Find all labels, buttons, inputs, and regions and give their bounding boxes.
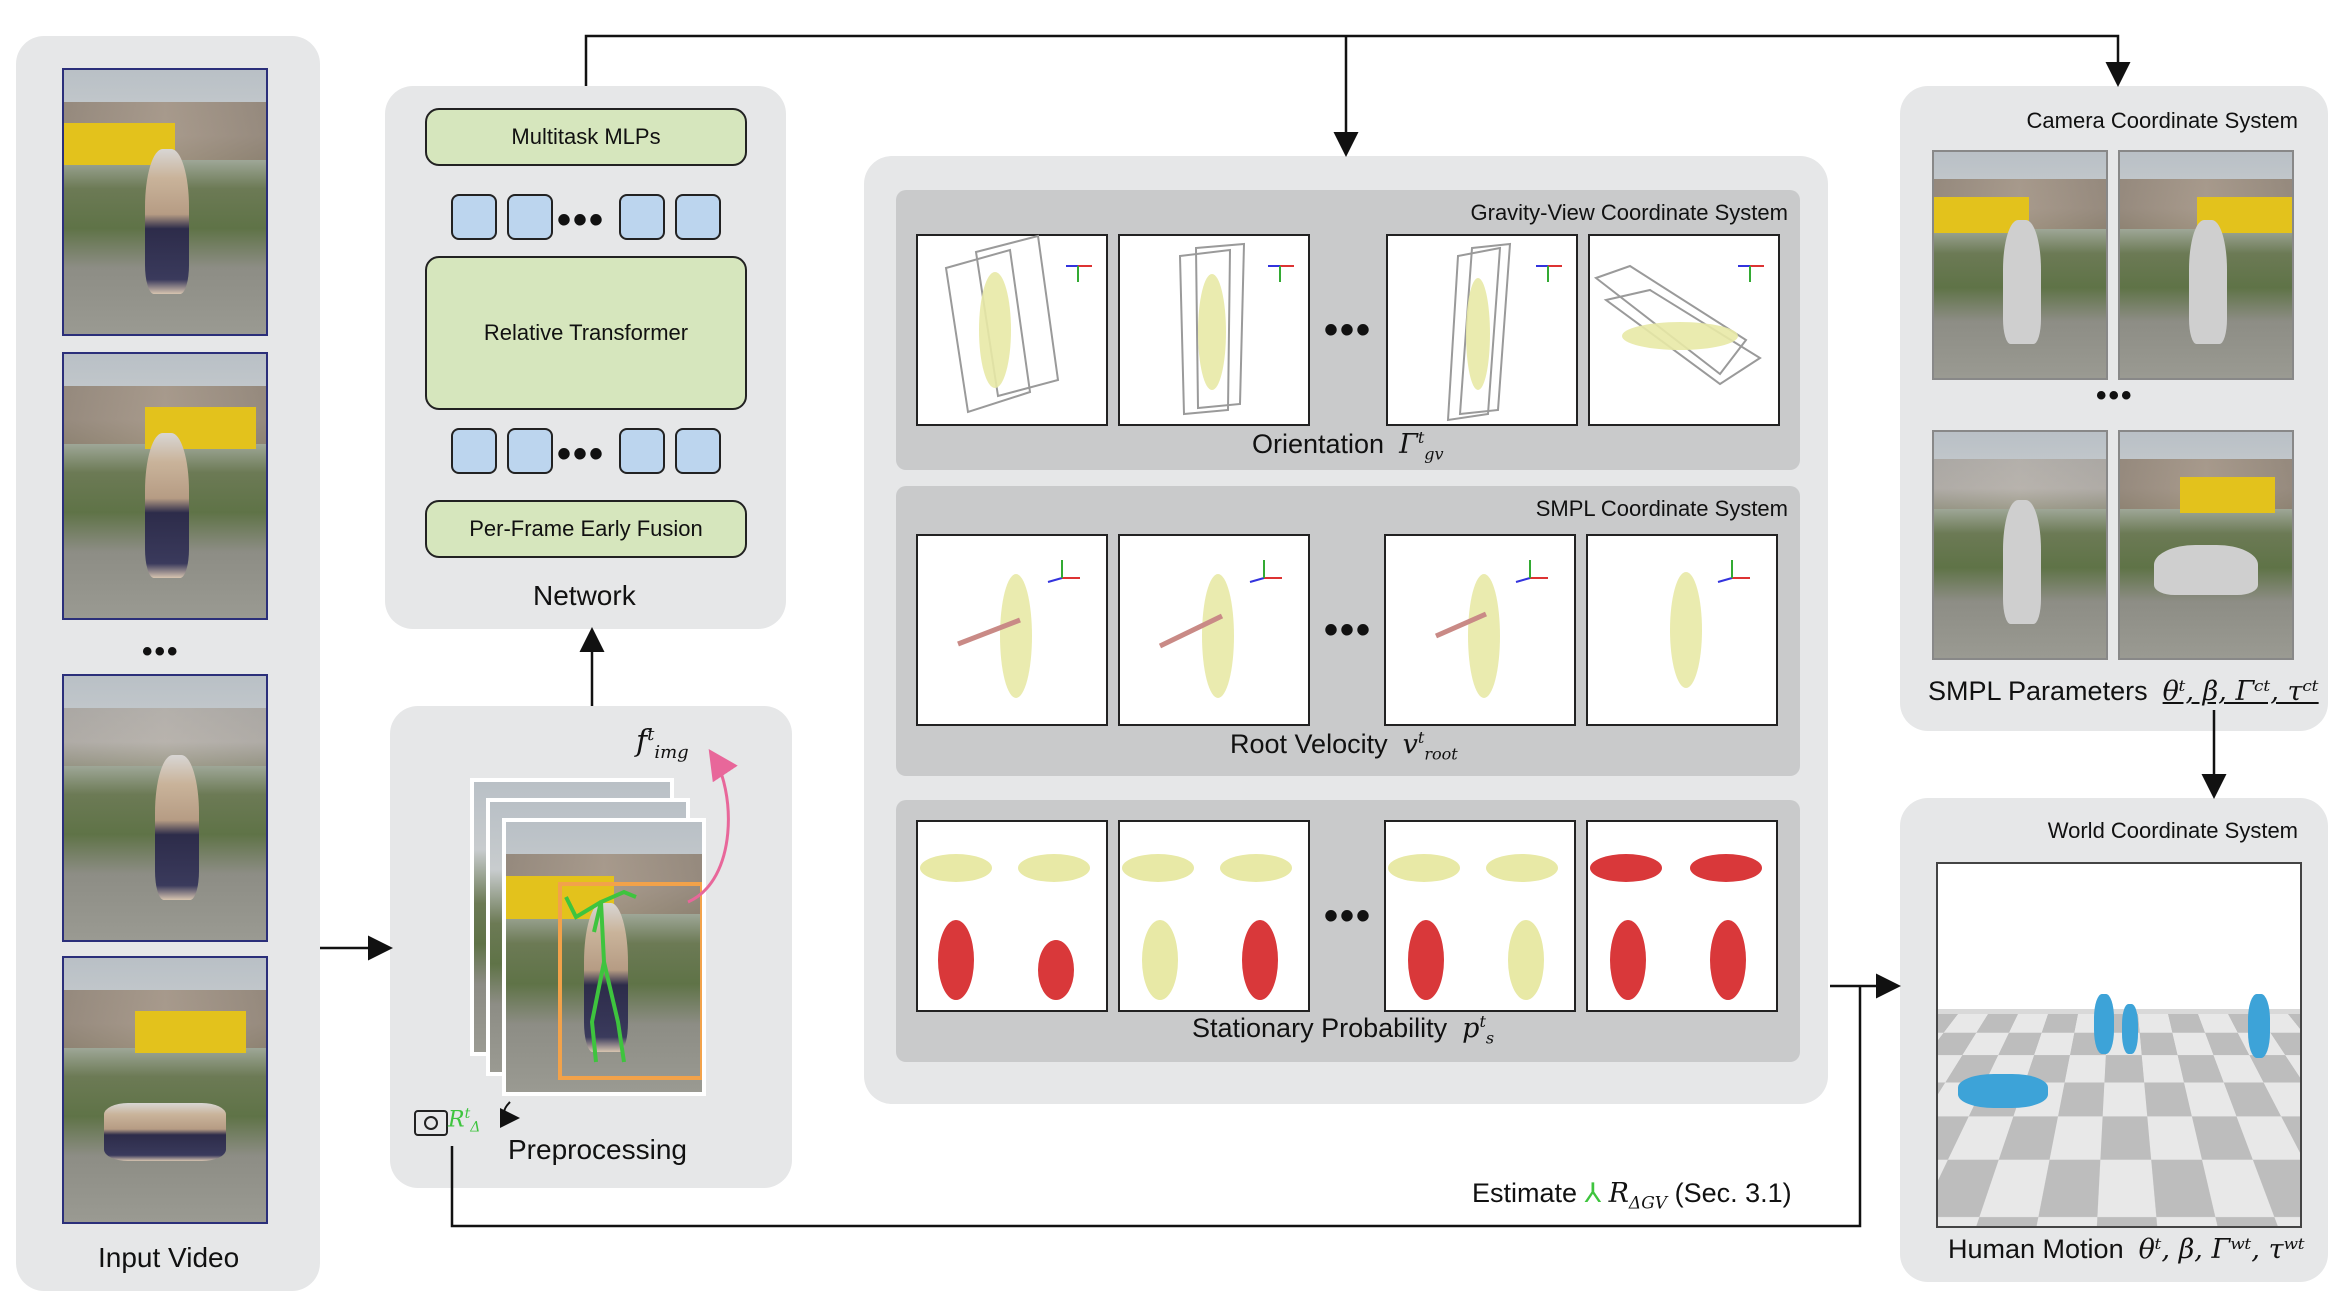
world-title: World Coordinate System — [2047, 818, 2298, 843]
axis-icons — [1047, 265, 1764, 583]
camera-ellipsis: ••• — [2096, 379, 2134, 412]
gv-caption: Orientation Γtgv — [1252, 428, 1444, 464]
video-frame-1 — [62, 68, 268, 336]
gv-box-2 — [1178, 242, 1246, 416]
video-frame-3 — [62, 674, 268, 942]
input-video-panel: ••• Input Video — [16, 36, 320, 1291]
estimate-label: Estimate ⅄ RΔGV (Sec. 3.1) — [1472, 1178, 1792, 1214]
human-figure — [1958, 1074, 2048, 1108]
gv-title: Gravity-View Coordinate System — [1470, 200, 1789, 225]
preprocessing-label: Preprocessing — [508, 1134, 687, 1165]
token — [619, 194, 665, 240]
token — [451, 428, 497, 474]
world-caption: Human Motion θᵗ, β, Γʷᵗ, τʷᵗ — [1948, 1234, 2305, 1265]
network-panel: Multitask MLPs ••• Relative Transformer … — [385, 86, 786, 629]
multitask-mlps-box: Multitask MLPs — [425, 108, 747, 166]
camera-title: Camera Coordinate System — [2026, 108, 2298, 133]
video-frame-4 — [62, 956, 268, 1224]
video-ellipsis: ••• — [142, 635, 180, 668]
bounding-box — [558, 882, 702, 1080]
gv-figures — [979, 272, 1738, 390]
token — [451, 194, 497, 240]
crop-frame-front — [502, 818, 706, 1096]
world-panel: World Coordinate System Human Motion θᵗ,… — [1900, 798, 2328, 1282]
camera-caption: SMPL Parameters θᵗ, β, Γᶜᵗ, τᶜᵗ — [1928, 676, 2319, 707]
human-figure — [2122, 1004, 2138, 1054]
velocity-arrows — [957, 611, 1488, 649]
smpl-figures — [1000, 572, 1702, 698]
human-figure — [2094, 994, 2114, 1054]
video-frame-2 — [62, 352, 268, 620]
token — [507, 428, 553, 474]
camera-icon — [414, 1110, 448, 1136]
camera-frame-3 — [1932, 430, 2108, 660]
camera-frame-1 — [1932, 150, 2108, 380]
token — [675, 194, 721, 240]
token — [507, 194, 553, 240]
camera-panel: Camera Coordinate System ••• SMPL Parame… — [1900, 86, 2328, 731]
network-label: Network — [533, 580, 636, 611]
stationary-caption: Stationary Probability pts — [1192, 1012, 1495, 1048]
stationary-limbs — [920, 854, 1762, 1000]
early-fusion-box: Per-Frame Early Fusion — [425, 500, 747, 558]
world-render — [1936, 862, 2302, 1228]
smpl-caption: Root Velocity vtroot — [1230, 728, 1458, 764]
feature-symbol: ftimg — [636, 724, 689, 763]
input-video-label: Input Video — [98, 1242, 240, 1273]
camera-frame-2 — [2118, 150, 2294, 380]
camera-frame-4 — [2118, 430, 2294, 660]
gv-box-3 — [1446, 242, 1512, 422]
skeleton-overlay — [564, 889, 637, 1063]
relative-transformer-box: Relative Transformer — [425, 256, 747, 410]
preprocessing-panel: ftimg RtΔ Preprocessing — [390, 706, 792, 1188]
token — [675, 428, 721, 474]
human-figure — [2248, 994, 2270, 1058]
smpl-title: SMPL Coordinate System — [1535, 496, 1788, 521]
rotation-symbol: RtΔ — [448, 1106, 481, 1136]
gravity-axis-icon: ⅄ — [1584, 1178, 1602, 1208]
token — [619, 428, 665, 474]
